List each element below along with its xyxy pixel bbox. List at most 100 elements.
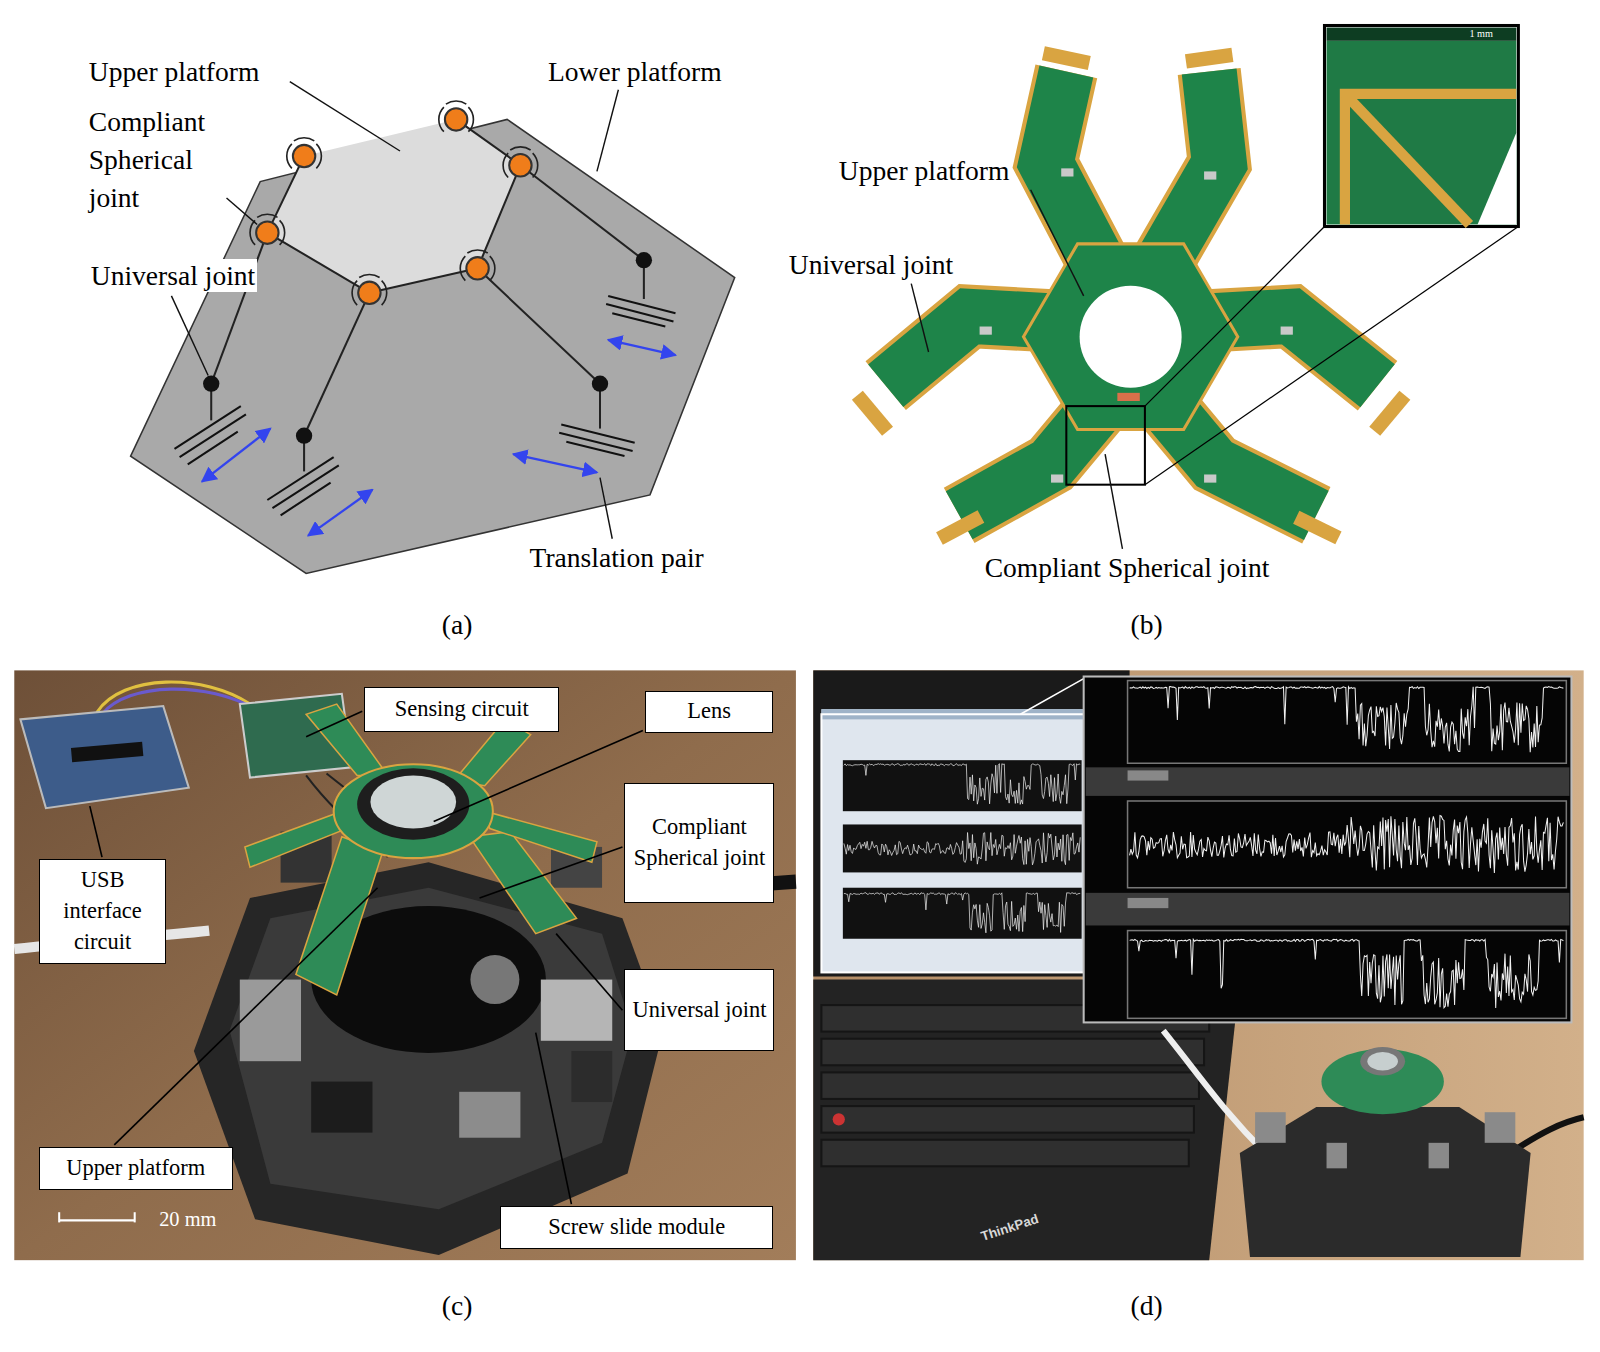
callout-text: Universal joint: [632, 995, 766, 1026]
scale-text: 20 mm: [159, 1208, 216, 1230]
callout-box: Compliant Spherical joint: [624, 783, 774, 903]
pcb-panel-b: [852, 26, 1518, 549]
platform-label: Lower platform: [548, 56, 722, 87]
translation-pairs: [612, 313, 665, 326]
label-holder: Lower platform: [548, 55, 722, 88]
callout-pointers: [90, 806, 102, 857]
base-housing: [194, 862, 663, 1255]
leader-lines: [1105, 454, 1122, 549]
label-holder: (d): [1131, 1289, 1163, 1322]
translation-pairs: [606, 304, 673, 321]
upper-platform: [267, 119, 520, 292]
pcb-parts: [1051, 474, 1063, 482]
trackpoint: [833, 1113, 845, 1125]
leader-lines: [911, 190, 1122, 549]
motion-arrows: [202, 429, 270, 482]
plot-frames: [1128, 681, 1567, 764]
prototype-photo-c: [14, 670, 796, 1260]
zoom-inset: [1345, 94, 1516, 225]
platform-label: Upper platform: [839, 155, 1010, 186]
keys: [821, 1072, 1199, 1099]
pcb-hole: [1080, 286, 1182, 388]
translation-pairs: [272, 465, 338, 508]
label-holder: (b): [1131, 608, 1163, 641]
label-holder: 20 mm: [159, 1207, 216, 1231]
universal-joint-dots: [592, 375, 608, 391]
laptop-photo-d: [813, 670, 1129, 976]
lower-platform: [131, 119, 735, 573]
screw-slide-modules: [541, 980, 612, 1041]
pcb-parts: [1281, 327, 1293, 335]
spherical-joints: [439, 101, 474, 132]
platform-edges: [267, 156, 304, 233]
callout-pointers: [556, 934, 622, 1011]
schematic-panel-a: [131, 82, 735, 574]
leader-lines: [171, 82, 618, 539]
laptop-photo-d: [1485, 1112, 1516, 1143]
pcb-arms: [1163, 71, 1219, 260]
keys: [821, 1106, 1193, 1133]
zoom-frame: [1066, 406, 1145, 485]
pcb-connectors: [936, 510, 984, 545]
leader-lines: [600, 478, 612, 539]
universal-joint-dots: [636, 252, 652, 268]
joint-label: Universal joint: [91, 260, 256, 291]
prototype-photo-c: [230, 888, 633, 1209]
translation-pairs: [281, 483, 331, 516]
laptop-photo-d: [821, 709, 1083, 972]
prototype-photo-c: [14, 670, 796, 1260]
translation-pairs: [180, 414, 246, 457]
legs: [211, 165, 644, 471]
leader-lines: [911, 284, 928, 352]
callout-box: Universal joint: [624, 969, 774, 1051]
keys: [821, 1140, 1188, 1167]
laptop-photo-d: [843, 824, 1082, 872]
translation-pairs: [561, 424, 634, 442]
callout-text: Lens: [687, 696, 731, 727]
pcb-connectors: [1369, 391, 1410, 436]
pcb-ring: [334, 764, 493, 858]
callout-box: USB interface circuit: [39, 859, 167, 964]
plot-toolbars: [1086, 893, 1570, 926]
callout-text: USB interface circuit: [46, 865, 160, 958]
plot-frames: [1128, 931, 1567, 1019]
spherical-joints: [352, 274, 387, 305]
motion-arrows: [202, 340, 675, 536]
pcb-arms: [886, 71, 1378, 515]
pcb-arms: [1046, 71, 1097, 260]
label-holder: Universal joint: [789, 248, 954, 281]
pcb-parts: [1204, 171, 1216, 179]
zoom-lines: [1145, 227, 1518, 485]
plot-inset: [1084, 677, 1572, 1023]
laptop-photo-d: [1255, 1112, 1515, 1168]
zoom-inset: [1327, 28, 1517, 41]
spherical-joints: [460, 250, 495, 281]
scale-text: 1 mm: [1469, 28, 1493, 39]
scale-bar: [134, 1212, 136, 1222]
pcb-parts: [1204, 474, 1216, 482]
platform-label: Upper platform: [89, 56, 260, 87]
scale-bar: [59, 1212, 135, 1222]
panel-letter: (c): [442, 1290, 473, 1321]
callout-text: Upper platform: [66, 1153, 205, 1184]
pcb-legs: [296, 837, 383, 995]
label-holder: Upper platform: [89, 55, 260, 88]
pcb-legs: [485, 811, 597, 862]
laptop-photo-d: [1255, 1112, 1286, 1143]
pcb-parts: [1061, 168, 1073, 176]
callout-pointers: [306, 711, 362, 737]
spherical-joints: [250, 101, 538, 305]
laptop-photo-d: [1163, 1031, 1265, 1153]
label-holder: Translation pair: [530, 541, 704, 574]
laptop-photo-d: [1429, 1143, 1449, 1169]
callout-box: Sensing circuit: [364, 687, 559, 732]
signal-trace: [844, 764, 1080, 805]
translation-pairs: [174, 406, 240, 449]
leader-lines: [597, 90, 618, 172]
laptop-photo-d: [1367, 1052, 1398, 1070]
translation-pairs: [566, 442, 624, 456]
pcb-ring: [1023, 244, 1237, 430]
signal-trace: [844, 893, 1080, 933]
callout-box: Lens: [645, 691, 774, 733]
universal-joint-dots: [203, 375, 219, 391]
